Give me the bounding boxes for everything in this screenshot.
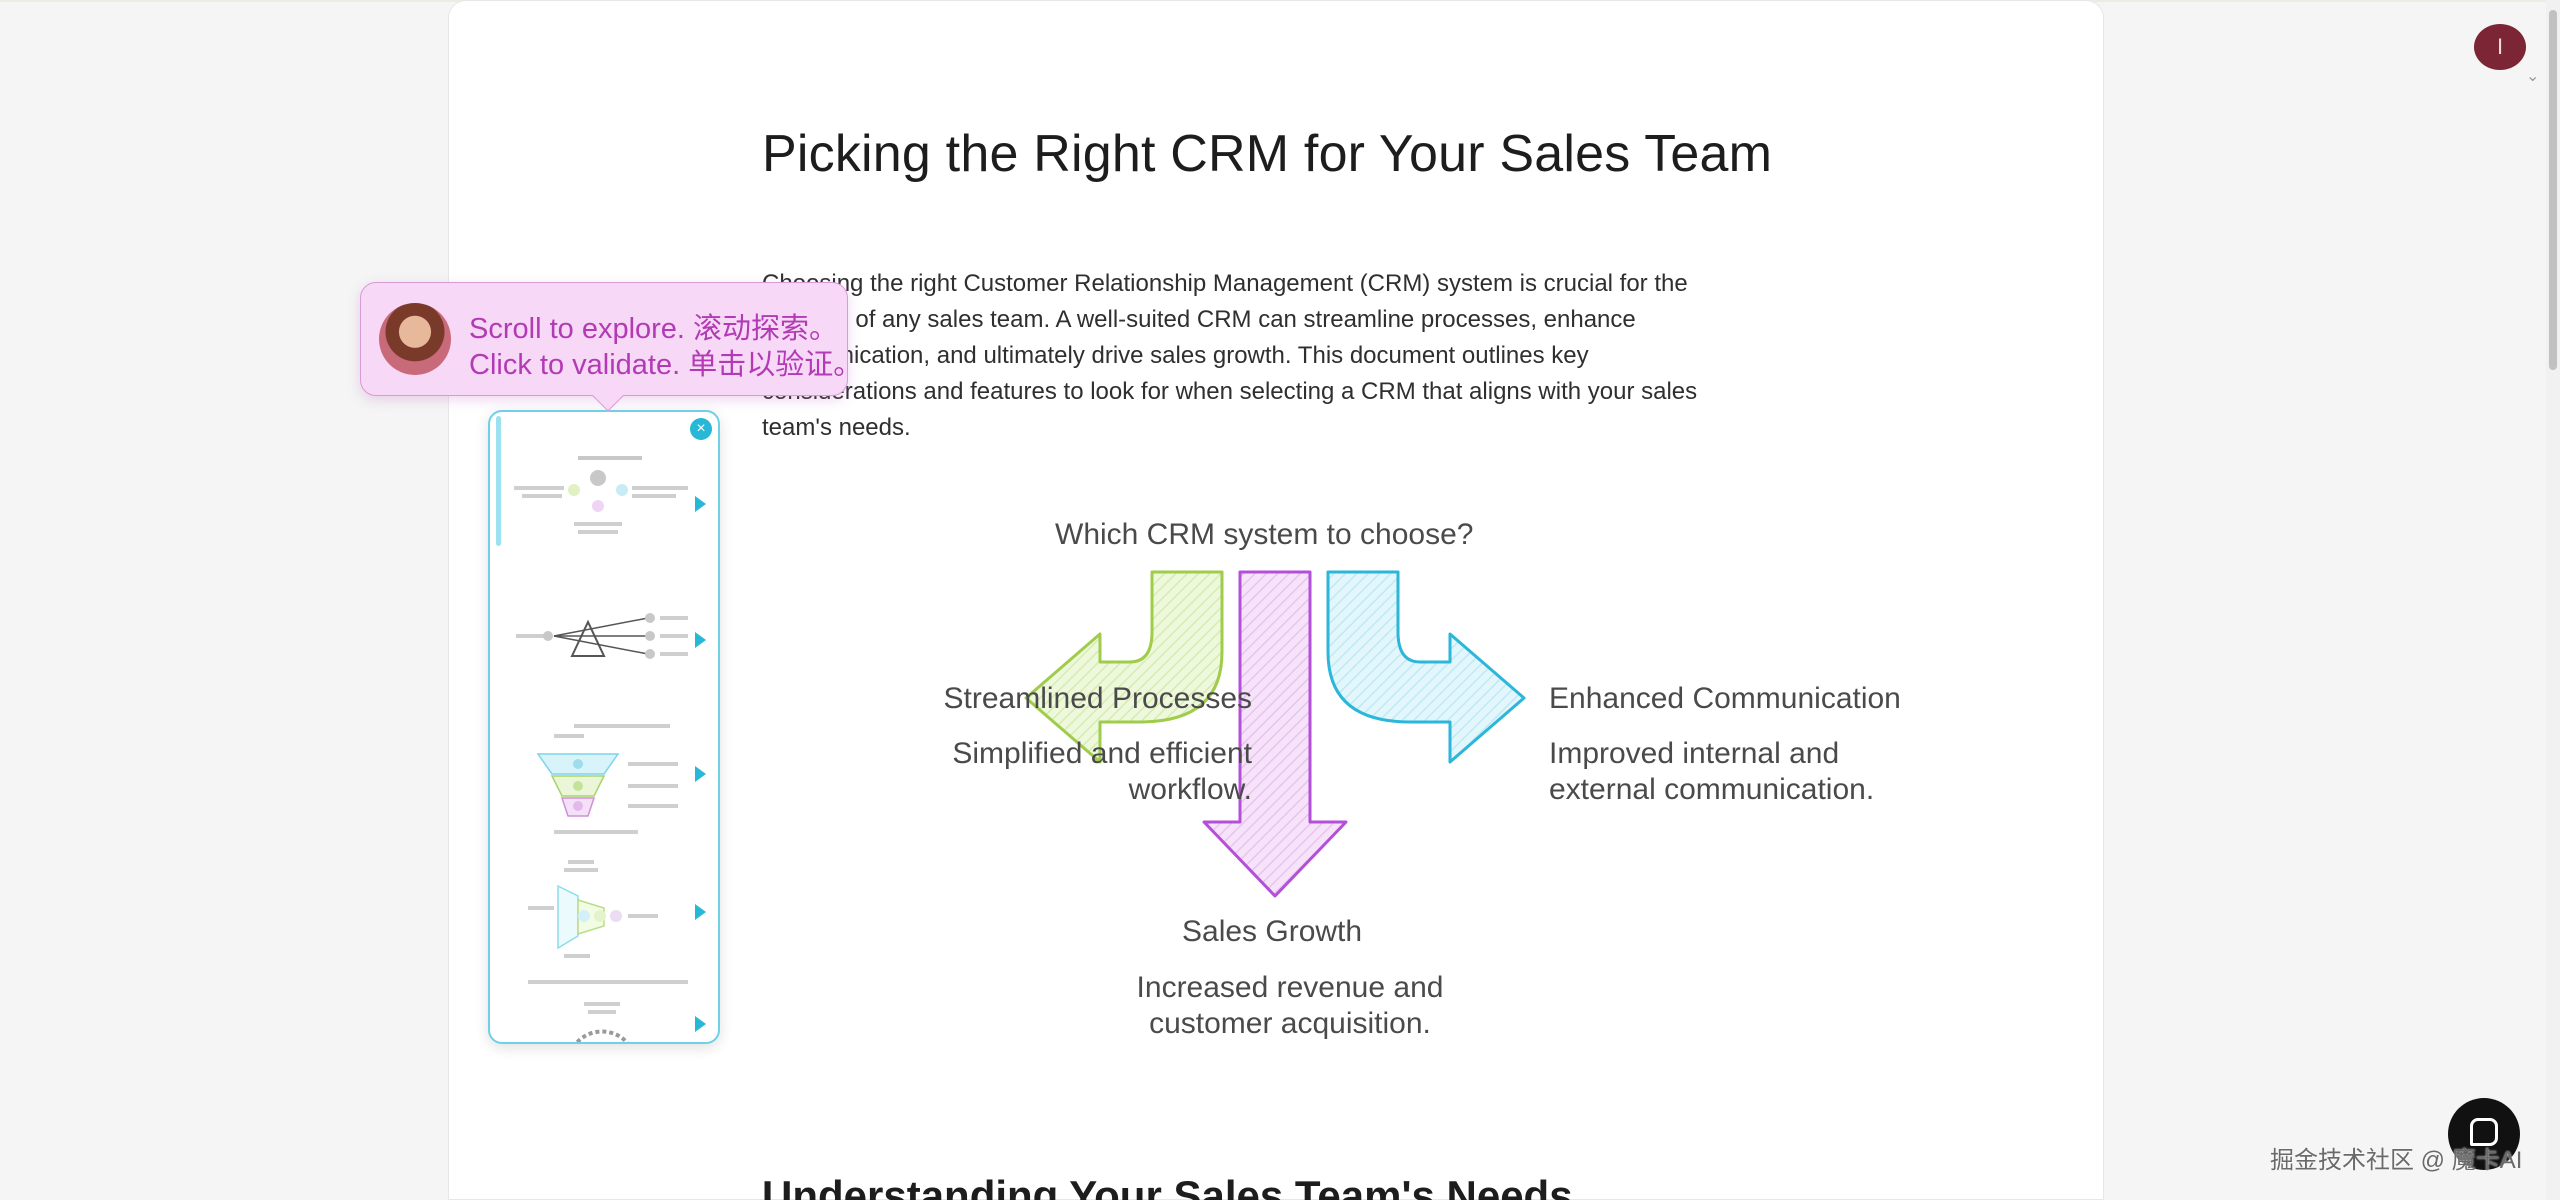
thumbnail-3-arrow-icon xyxy=(695,766,706,782)
assistant-avatar xyxy=(379,303,451,375)
section-heading-needs: Understanding Your Sales Team's Needs xyxy=(762,1172,1573,1200)
right-desc-line1: Improved internal and xyxy=(1549,737,1840,770)
chat-button[interactable] xyxy=(2448,1098,2520,1170)
thumbnail-2-graphic xyxy=(516,613,688,659)
crm-choice-diagram: Which CRM system to choose? Streamlined … xyxy=(660,500,1920,1060)
tooltip-validate-hint: Click to validate. 单击以验证。 xyxy=(469,349,863,381)
bottom-option-heading: Sales Growth xyxy=(1182,915,1363,948)
diagram-arrows xyxy=(1024,570,1526,898)
diagram-thumbnail-panel[interactable]: × xyxy=(488,410,720,1044)
thumbnail-3[interactable] xyxy=(508,718,706,838)
arrow-down xyxy=(1202,570,1348,898)
thumbnail-4-arrow-icon xyxy=(695,904,706,920)
close-icon[interactable]: × xyxy=(690,418,712,440)
chevron-down-icon[interactable]: ⌄ xyxy=(2526,68,2540,85)
right-desc-line2: external communication. xyxy=(1549,773,1875,806)
thumbnail-2-arrow-icon xyxy=(695,632,706,648)
thumbnail-1[interactable] xyxy=(508,448,706,568)
page-title: Picking the Right CRM for Your Sales Tea… xyxy=(762,125,1773,183)
right-option-desc: Improved internal and external communica… xyxy=(1549,736,1874,808)
thumbnail-1-graphic xyxy=(514,456,688,534)
arrow-left xyxy=(1024,570,1224,764)
chat-bubble-icon xyxy=(2470,1118,2498,1146)
thumbnail-3-graphic xyxy=(536,724,678,834)
bottom-option-desc: Increased revenue and customer acquisiti… xyxy=(1110,970,1470,1042)
thumbnail-1-arrow-icon xyxy=(695,496,706,512)
left-option-heading: Streamlined Processes xyxy=(943,682,1252,715)
bottom-desc-line1: Increased revenue and xyxy=(1136,971,1444,1004)
watermark: 掘金技术社区 @ 魔卡AI xyxy=(2270,1147,2523,1174)
diagram-question: Which CRM system to choose? xyxy=(1055,518,1474,551)
validation-tooltip[interactable]: Scroll to explore. 滚动探索。 Click to valida… xyxy=(360,282,862,412)
panel-scrollbar[interactable] xyxy=(496,416,501,546)
thumbnail-4-graphic xyxy=(528,860,658,958)
page-scrollbar-thumb[interactable] xyxy=(2549,10,2557,370)
arrow-right xyxy=(1326,570,1526,764)
user-avatar-button[interactable]: I xyxy=(2474,24,2526,70)
intro-paragraph: Choosing the right Customer Relationship… xyxy=(762,270,1698,441)
thumbnail-2[interactable] xyxy=(508,584,706,704)
thumbnail-5[interactable] xyxy=(508,968,706,1042)
thumbnail-5-graphic xyxy=(528,980,688,1042)
bottom-desc-line2: customer acquisition. xyxy=(1149,1007,1431,1040)
tooltip-scroll-hint: Scroll to explore. 滚动探索。 xyxy=(469,313,839,345)
thumbnail-5-arrow-icon xyxy=(695,1016,706,1032)
left-option-desc: Simplified and efficient workflow. xyxy=(952,736,1252,808)
left-desc-line2: workflow. xyxy=(1128,773,1252,806)
thumbnail-4[interactable] xyxy=(508,856,706,976)
right-option-heading: Enhanced Communication xyxy=(1549,682,1901,715)
left-desc-line1: Simplified and efficient xyxy=(952,737,1252,770)
